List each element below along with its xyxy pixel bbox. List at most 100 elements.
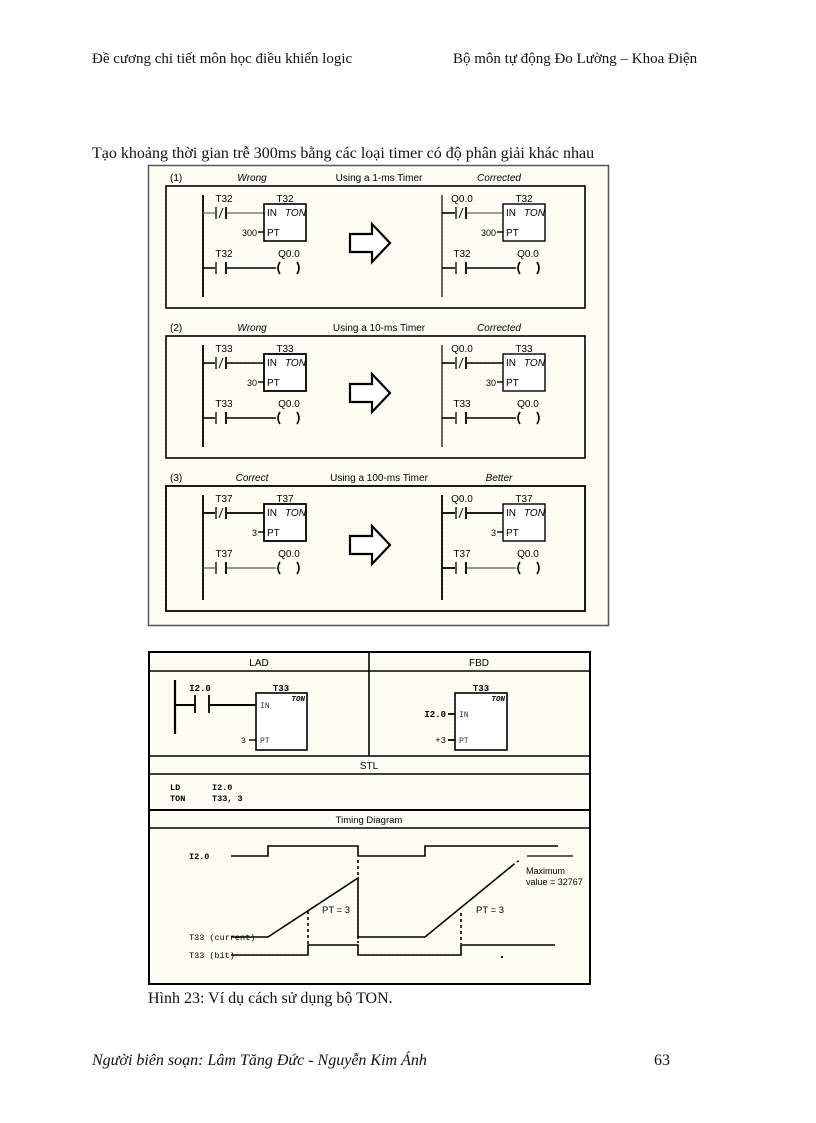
timer-in: IN bbox=[506, 358, 516, 369]
contact-label: T32 bbox=[453, 249, 471, 260]
fbd-pt-value: +3 bbox=[435, 736, 446, 746]
panel-right-label: Corrected bbox=[477, 323, 521, 334]
lad-timer-type: TON bbox=[291, 696, 305, 704]
pt-value: 3 bbox=[491, 528, 496, 538]
timer-in: IN bbox=[506, 508, 516, 519]
max-value-label: Maximum bbox=[526, 866, 565, 876]
pt-value: 30 bbox=[247, 378, 257, 388]
contact-label: T32 bbox=[215, 249, 233, 260]
fbd-timer-in: IN bbox=[459, 711, 469, 720]
panel-left-label: Correct bbox=[236, 473, 270, 484]
contact-label: Q0.0 bbox=[451, 194, 473, 205]
header-department: Bộ môn tự động Đo Lường – Khoa Điện bbox=[453, 51, 698, 67]
fbd-timer-label: T33 bbox=[473, 684, 489, 694]
contact-label: T33 bbox=[453, 399, 471, 410]
coil-label: Q0.0 bbox=[517, 249, 539, 260]
panel-number: (3) bbox=[170, 473, 182, 484]
lad-diagram bbox=[173, 680, 308, 751]
intro-text: Tạo khoảng thời gian trễ 300ms bằng các … bbox=[92, 145, 595, 162]
signal-i2-0: I2.0 bbox=[189, 852, 209, 862]
timer-type: TON bbox=[524, 508, 546, 519]
contact-label: T33 bbox=[215, 399, 233, 410]
timing-diagram bbox=[231, 845, 573, 959]
ladder-better bbox=[441, 495, 546, 600]
timer-in: IN bbox=[506, 208, 516, 219]
ladder-corrected bbox=[441, 345, 546, 447]
panel-title: Using a 10-ms Timer bbox=[333, 323, 426, 334]
figure-caption: Hình 23: Ví dụ cách sử dụng bộ TON. bbox=[148, 990, 393, 1007]
timer-type: TON bbox=[524, 208, 546, 219]
timer-pt: PT bbox=[506, 228, 519, 239]
timer-label: T32 bbox=[276, 194, 294, 205]
signal-t33-current: T33 (current) bbox=[189, 933, 255, 943]
timer-pt: PT bbox=[506, 378, 519, 389]
panel-left-label: Wrong bbox=[237, 173, 267, 184]
panel-3: (3) Correct Using a 100-ms Timer Better … bbox=[165, 473, 586, 612]
timer-type: TON bbox=[285, 208, 307, 219]
panel-title: Using a 1-ms Timer bbox=[336, 173, 423, 184]
timer-pt: PT bbox=[267, 378, 280, 389]
pt-label: PT = 3 bbox=[476, 905, 504, 916]
timer-in: IN bbox=[267, 208, 277, 219]
contact-label: T32 bbox=[215, 194, 233, 205]
panel-box bbox=[165, 335, 586, 459]
fbd-timer-type: TON bbox=[491, 696, 505, 704]
stl-code: LD I2.0 TON T33, 3 bbox=[170, 783, 243, 804]
stl-arg: I2.0 bbox=[212, 783, 232, 793]
fbd-diagram bbox=[448, 692, 508, 751]
panel-title: Using a 100-ms Timer bbox=[330, 473, 428, 484]
ladder-correct bbox=[202, 495, 307, 600]
contact-label: Q0.0 bbox=[451, 494, 473, 505]
panel-number: (1) bbox=[170, 173, 182, 184]
ladder-wrong bbox=[202, 345, 307, 447]
ton-example-figure: LAD FBD STL Timing Diagram I2.0 T33 TON … bbox=[148, 651, 591, 985]
panel-number: (2) bbox=[170, 323, 182, 334]
header-course-title: Đề cương chi tiết môn học điều khiển log… bbox=[92, 51, 353, 67]
lad-timer-label: T33 bbox=[273, 684, 289, 694]
timer-type: TON bbox=[285, 358, 307, 369]
timing-labels: I2.0 T33 (current) T33 (bit) PT = 3 PT =… bbox=[189, 852, 583, 961]
timer-label: T33 bbox=[276, 344, 294, 355]
stl-op: TON bbox=[170, 794, 185, 804]
coil-label: Q0.0 bbox=[517, 549, 539, 560]
timer-in: IN bbox=[267, 508, 277, 519]
lad-timer-pt: PT bbox=[260, 737, 270, 746]
page-number: 63 bbox=[654, 1052, 670, 1069]
coil-label: Q0.0 bbox=[517, 399, 539, 410]
max-value-label: value = 32767 bbox=[526, 877, 583, 887]
contact-label: T37 bbox=[215, 549, 233, 560]
timer-label: T37 bbox=[276, 494, 294, 505]
lad-pt-value: 3 bbox=[241, 736, 246, 746]
lad-contact-label: I2.0 bbox=[189, 684, 211, 694]
signal-t33-bit: T33 (bit) bbox=[189, 951, 235, 961]
timer-label: T37 bbox=[515, 494, 533, 505]
ladder-corrected bbox=[441, 195, 546, 297]
timer-pt: PT bbox=[267, 228, 280, 239]
pt-label: PT = 3 bbox=[322, 905, 350, 916]
panel-2: (2) Wrong Using a 10-ms Timer Corrected … bbox=[165, 323, 586, 459]
contact-label: Q0.0 bbox=[451, 344, 473, 355]
panel-box bbox=[165, 185, 586, 309]
timing-header: Timing Diagram bbox=[336, 815, 403, 826]
contact-label: T37 bbox=[453, 549, 471, 560]
pt-value: 30 bbox=[486, 378, 496, 388]
coil-label: Q0.0 bbox=[278, 399, 300, 410]
timer-type: TON bbox=[285, 508, 307, 519]
timer-pt: PT bbox=[506, 528, 519, 539]
panel-left-label: Wrong bbox=[237, 323, 267, 334]
stl-header: STL bbox=[360, 761, 379, 772]
coil-label: Q0.0 bbox=[278, 249, 300, 260]
pt-value: 3 bbox=[252, 528, 257, 538]
panel-box bbox=[165, 485, 586, 612]
timer-pt: PT bbox=[267, 528, 280, 539]
panel-1: (1) Wrong Using a 1-ms Timer Corrected T… bbox=[165, 173, 586, 309]
coil-label: Q0.0 bbox=[278, 549, 300, 560]
fbd-timer-pt: PT bbox=[459, 737, 469, 746]
stl-op: LD bbox=[170, 783, 180, 793]
contact-label: T33 bbox=[215, 344, 233, 355]
timer-label: T33 bbox=[515, 344, 533, 355]
fbd-header: FBD bbox=[469, 658, 489, 669]
ladder-wrong bbox=[202, 195, 307, 297]
timer-type: TON bbox=[524, 358, 546, 369]
